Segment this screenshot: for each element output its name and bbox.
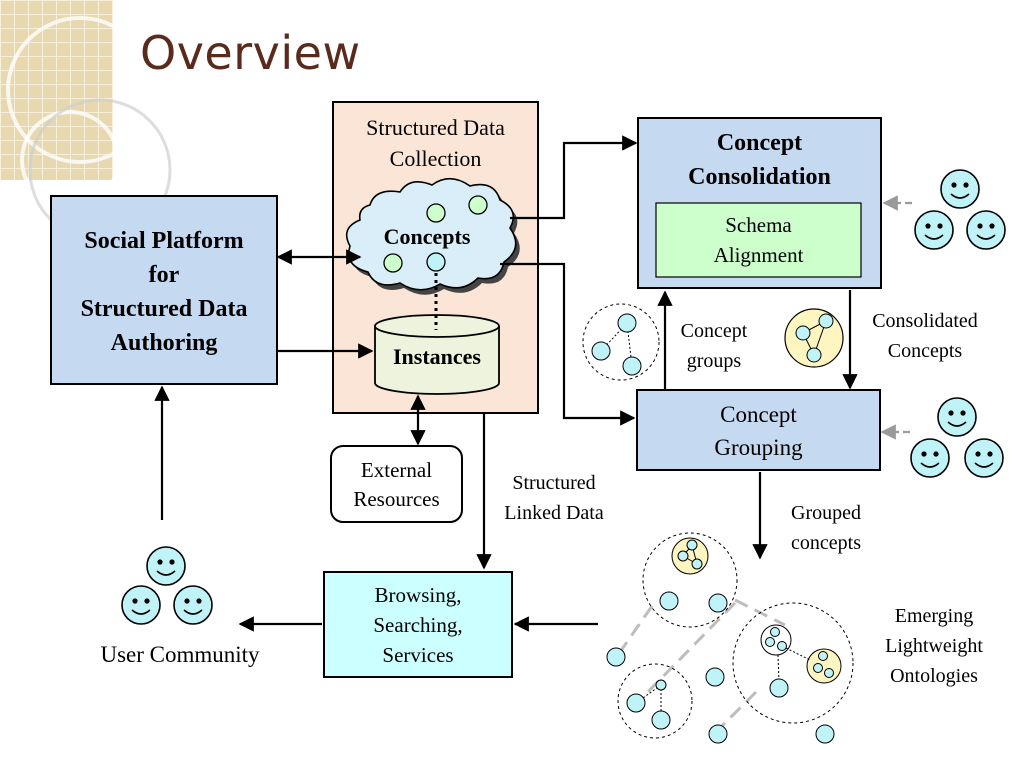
emerging-ontologies-graph [606, 532, 854, 744]
consolidated-concept-graph [784, 308, 844, 368]
user-community-label: User Community [100, 642, 260, 667]
concept-grouping-box [636, 389, 881, 471]
concept-groups-label: Concept groups [680, 320, 748, 372]
concepts-cloud [345, 177, 520, 295]
concept-groups-graph [582, 303, 660, 381]
schema-alignment-label: Schema Alignment [713, 213, 804, 267]
user-community-group [121, 546, 213, 625]
browsing-label: Browsing, Searching, Services [373, 583, 463, 667]
instances-cylinder [374, 314, 500, 395]
external-resources-box [330, 445, 463, 523]
concept-consolidation-label: Concept Consolidation [688, 130, 831, 190]
arrows [154, 135, 858, 632]
user-group-consolidation [914, 169, 1006, 250]
social-platform-label: Social Platform for Structured Data Auth… [80, 228, 248, 356]
grouped-concepts-label: Grouped concepts [791, 502, 861, 554]
instances-label: Instances [392, 344, 481, 369]
concepts-label: Concepts [383, 224, 471, 249]
social-platform-box [50, 195, 278, 385]
page-title: Overview [140, 26, 361, 80]
emerging-ontologies-label: Emerging Lightweight Ontologies [885, 605, 983, 687]
structured-data-collection-label: Structured Data Collection [366, 115, 505, 171]
concept-grouping-label: Concept Grouping [714, 402, 803, 460]
browsing-box [323, 571, 513, 678]
structured-linked-data-label: Structured Linked Data [504, 472, 604, 524]
feedback-arrows [880, 195, 912, 440]
schema-alignment-box [655, 202, 862, 278]
user-group-grouping [910, 397, 1004, 478]
consolidated-concepts-label: Consolidated Concepts [872, 310, 978, 362]
external-resources-label: External Resources [353, 458, 440, 511]
